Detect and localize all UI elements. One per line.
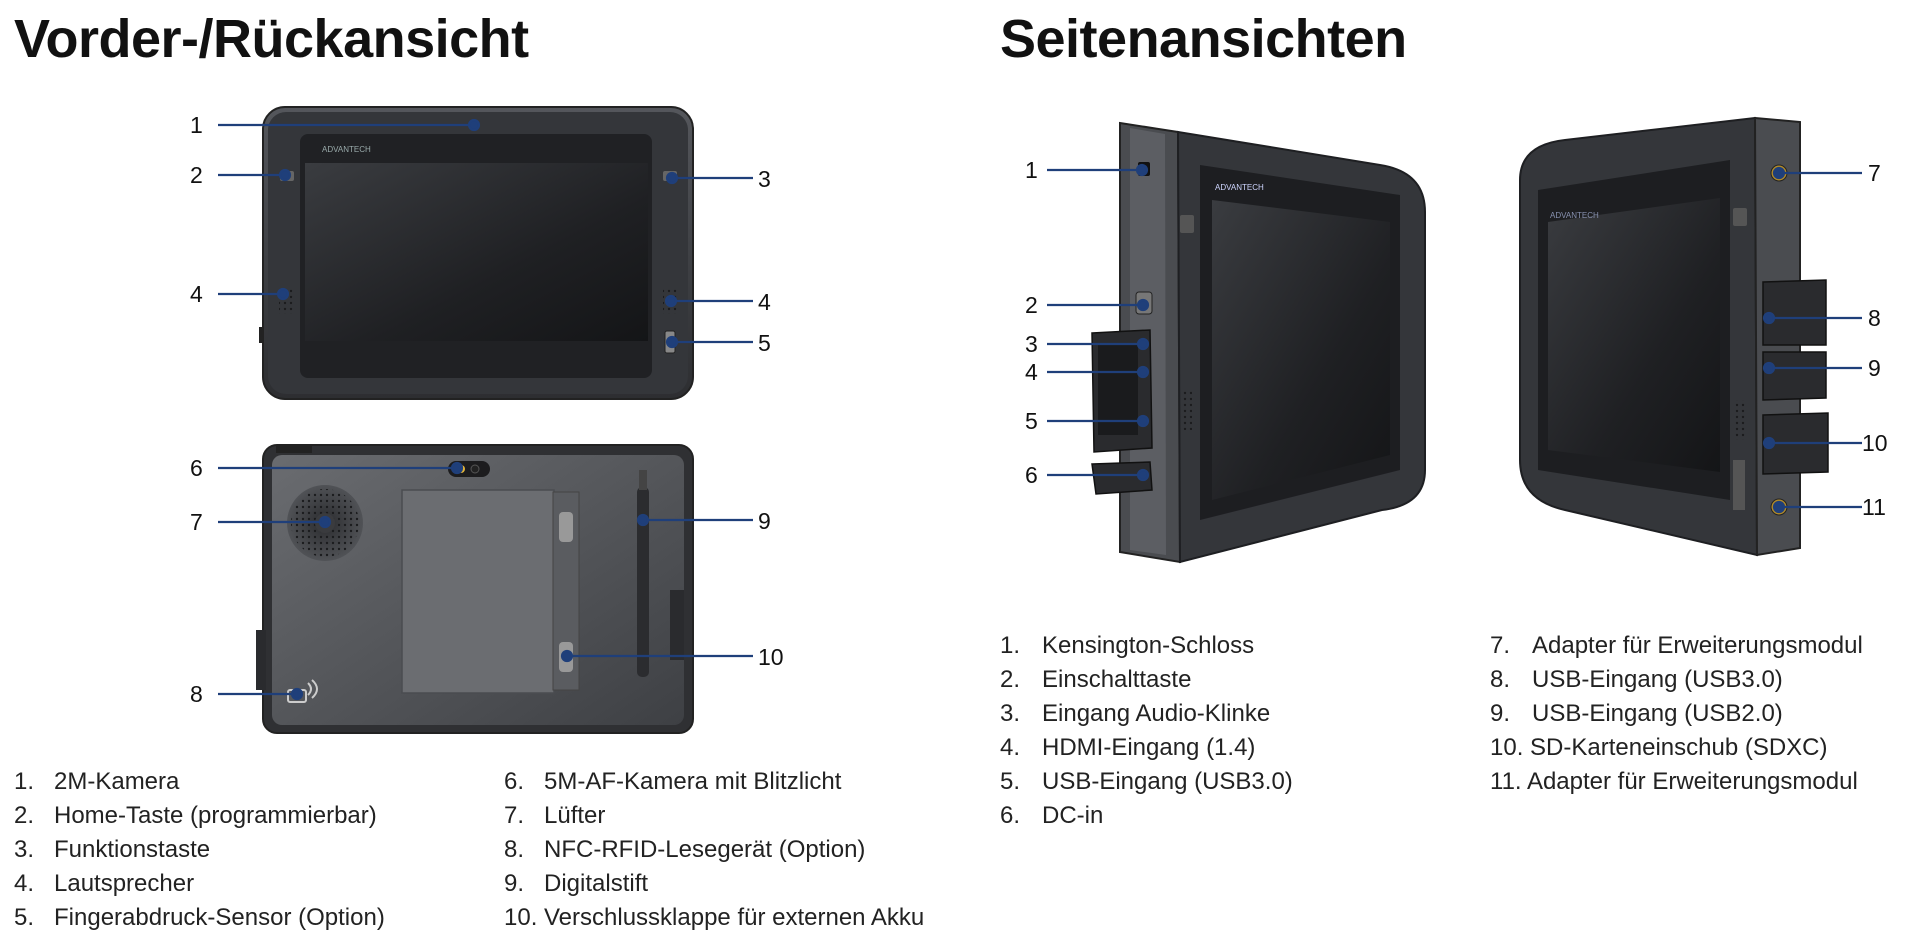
callout-leader-lines: [218, 118, 1862, 701]
callout-side-right-7: 7: [1868, 160, 1881, 186]
legend-item: 1.Kensington-Schloss: [1000, 632, 1255, 659]
legend-item: 10. SD-Karteneinschub (SDXC): [1490, 734, 1828, 761]
callout-side-left-2: 2: [1025, 292, 1038, 318]
device-logo: ADVANTECH: [322, 145, 371, 154]
callout-front-2: 2: [190, 162, 203, 188]
legend-item: 9.Digitalstift: [504, 870, 649, 897]
legend-item: 6.5M-AF-Kamera mit Blitzlicht: [504, 768, 842, 795]
device-logo-side-right: ADVANTECH: [1550, 211, 1599, 220]
callout-side-left-5: 5: [1025, 408, 1038, 434]
callout-front-3: 3: [758, 166, 771, 192]
legend-item: 5.Fingerabdruck-Sensor (Option): [14, 904, 385, 931]
callout-back-6: 6: [190, 455, 203, 481]
callout-front-5: 5: [758, 330, 771, 356]
callout-side-left-4: 4: [1025, 359, 1038, 385]
legend-item: 4.Lautsprecher: [14, 870, 195, 897]
legend-front-back-col1: 1.2M-Kamera 2.Home-Taste (programmierbar…: [14, 765, 385, 935]
digital-pen: [637, 487, 649, 677]
callout-side-right-9: 9: [1868, 355, 1881, 381]
cover-latch-top: [559, 512, 573, 542]
callout-side-left-3: 3: [1025, 331, 1038, 357]
heading-front-back-view: Vorder-/Rückansicht: [14, 9, 529, 69]
legend-item: 2.Einschalttaste: [1000, 666, 1192, 693]
tablet-side-view-left: ADVANTECH: [1091, 121, 1426, 564]
callout-side-left-6: 6: [1025, 462, 1038, 488]
legend-item: 8.USB-Eingang (USB3.0): [1490, 666, 1783, 693]
callout-side-right-11: 11: [1862, 494, 1886, 520]
callout-back-9: 9: [758, 508, 771, 534]
callout-numbers: 1 2 3 4 4 5 6 7 8 9 10 1 2 3 4 5 6 7 8 9…: [190, 112, 1888, 707]
legend-item: 9.USB-Eingang (USB2.0): [1490, 700, 1783, 727]
callout-front-4-right: 4: [758, 289, 771, 315]
legend-item: 2.Home-Taste (programmierbar): [14, 802, 377, 829]
legend-item: 11. Adapter für Erweiterungsmodul: [1490, 768, 1858, 795]
callout-side-right-10: 10: [1862, 430, 1888, 456]
heading-side-views: Seitenansichten: [1000, 9, 1407, 69]
dc-in-flap: [1091, 461, 1153, 495]
callout-side-left-1: 1: [1025, 157, 1038, 183]
battery-cover: [401, 489, 555, 694]
callout-back-7: 7: [190, 509, 203, 535]
tablet-side-view-right: ADVANTECH: [1519, 116, 1829, 557]
callout-back-8: 8: [190, 681, 203, 707]
legend-item: 10.Verschlussklappe für externen Akku: [504, 904, 925, 931]
legend-item: 5.USB-Eingang (USB3.0): [1000, 768, 1293, 795]
device-logo-side-left: ADVANTECH: [1215, 183, 1264, 192]
usb3-flap: [1762, 279, 1827, 346]
legend-item: 6.DC-in: [1000, 802, 1104, 829]
callout-front-4-left: 4: [190, 281, 203, 307]
legend-item: 8.NFC-RFID-Lesegerät (Option): [504, 836, 866, 863]
legend-item: 7.Adapter für Erweiterungsmodul: [1490, 632, 1863, 659]
legend-sides-col1: 1.Kensington-Schloss 2.Einschalttaste 3.…: [1000, 629, 1293, 833]
legend-front-back-col2: 6.5M-AF-Kamera mit Blitzlicht 7.Lüfter 8…: [504, 765, 924, 935]
legend-item: 3.Funktionstaste: [14, 836, 211, 863]
legend-item: 7.Lüfter: [504, 802, 606, 829]
callout-back-10: 10: [758, 644, 784, 670]
usb2-flap: [1762, 351, 1827, 401]
legend-item: 1.2M-Kamera: [14, 768, 180, 795]
tablet-front-view: ADVANTECH: [259, 106, 694, 400]
tablet-back-view: [256, 444, 694, 734]
callout-front-1: 1: [190, 112, 203, 138]
legend-item: 4.HDMI-Eingang (1.4): [1000, 734, 1256, 761]
callout-side-right-8: 8: [1868, 305, 1881, 331]
legend-sides-col2: 7.Adapter für Erweiterungsmodul 8.USB-Ei…: [1490, 629, 1863, 799]
legend-item: 3.Eingang Audio-Klinke: [1000, 700, 1271, 727]
